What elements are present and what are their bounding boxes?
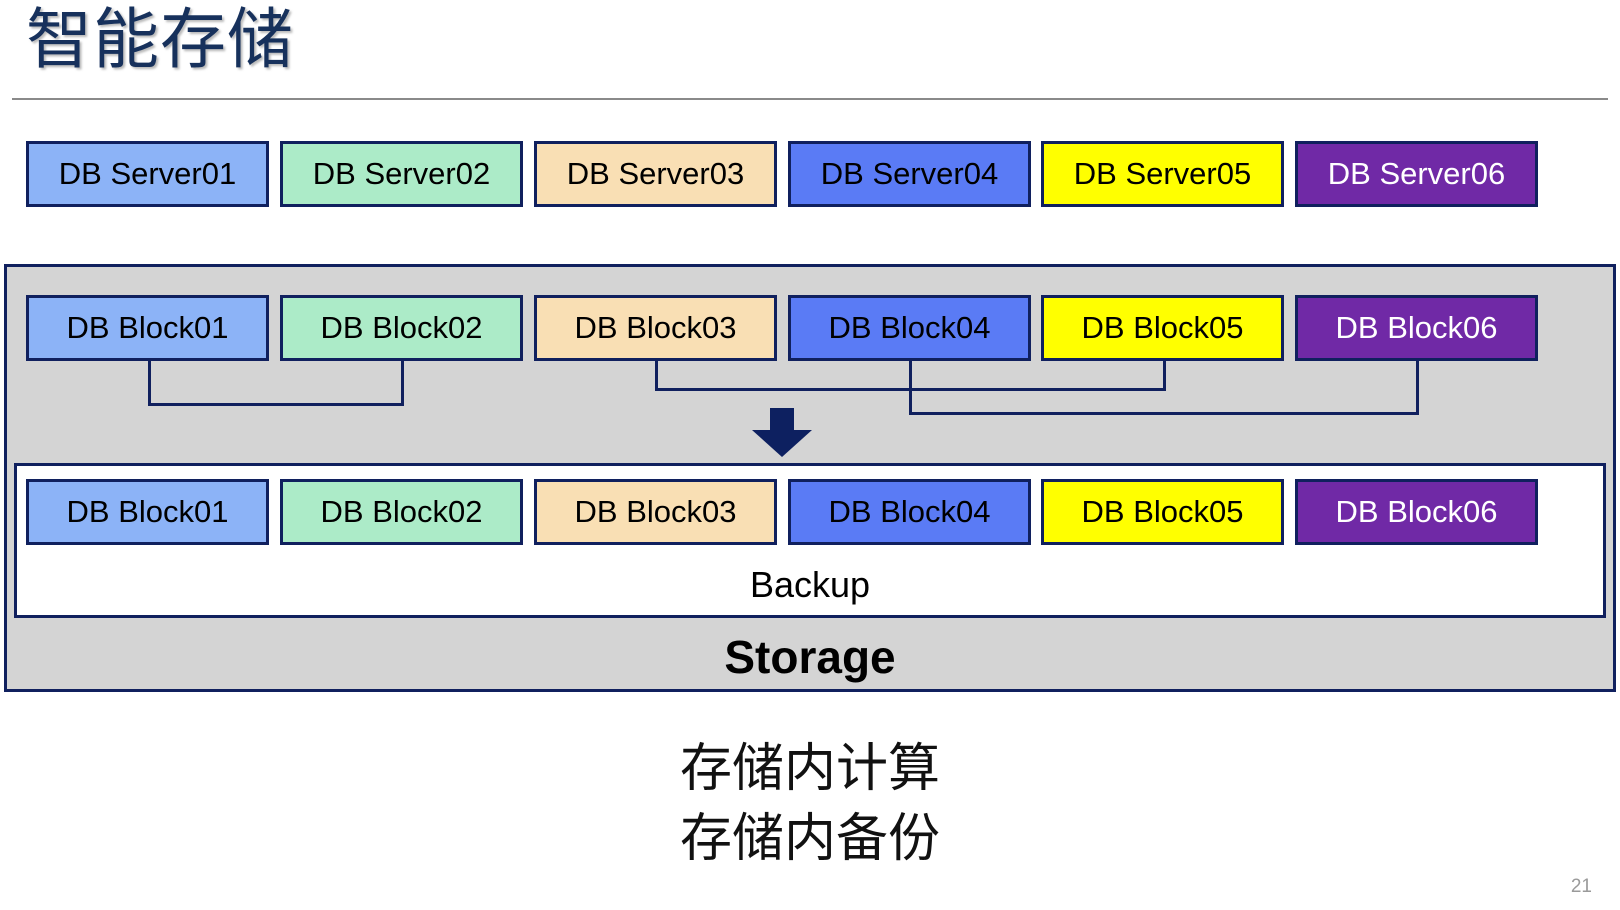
db-server-label: DB Server06	[1327, 156, 1506, 191]
arrow-head	[752, 430, 812, 457]
link-block04-block06-left-leg	[909, 361, 912, 415]
db-block-label: DB Block03	[574, 310, 737, 345]
link-block03-block05-left-leg	[655, 361, 658, 391]
backup-block-label: DB Block04	[828, 494, 991, 529]
db-block-label: DB Block05	[1081, 310, 1244, 345]
db-block-3: DB Block03	[534, 295, 777, 361]
db-block-2: DB Block02	[280, 295, 523, 361]
arrow-shaft	[770, 408, 794, 432]
backup-label: Backup	[749, 564, 871, 605]
db-block-label: DB Block02	[320, 310, 483, 345]
link-block01-block02-left-leg	[148, 361, 151, 406]
backup-block-4: DB Block04	[788, 479, 1031, 545]
backup-block-5: DB Block05	[1041, 479, 1284, 545]
backup-block-label: DB Block05	[1081, 494, 1244, 529]
db-block-4: DB Block04	[788, 295, 1031, 361]
db-block-label: DB Block06	[1335, 310, 1498, 345]
backup-block-label: DB Block01	[66, 494, 229, 529]
db-block-1: DB Block01	[26, 295, 269, 361]
db-server-label: DB Server05	[1073, 156, 1252, 191]
backup-block-1: DB Block01	[26, 479, 269, 545]
caption-line-2: 存储内备份	[679, 809, 940, 868]
db-block-6: DB Block06	[1295, 295, 1538, 361]
slide-number: 21	[1570, 876, 1592, 897]
slide-caption: 存储内计算存储内备份	[0, 735, 1620, 874]
link-block04-block06-join	[909, 412, 1419, 415]
db-server-label: DB Server02	[312, 156, 491, 191]
backup-block-2: DB Block02	[280, 479, 523, 545]
db-server-1: DB Server01	[26, 141, 269, 207]
db-server-label: DB Server04	[820, 156, 999, 191]
db-server-label: DB Server03	[566, 156, 745, 191]
page-title: 智能存储	[26, 2, 294, 76]
title-divider	[12, 98, 1608, 100]
link-block01-block02-join	[148, 403, 404, 406]
db-server-6: DB Server06	[1295, 141, 1538, 207]
link-block04-block06-right-leg	[1416, 361, 1419, 415]
db-block-label: DB Block01	[66, 310, 229, 345]
backup-block-6: DB Block06	[1295, 479, 1538, 545]
caption-line-1: 存储内计算	[679, 740, 940, 798]
db-block-label: DB Block04	[828, 310, 991, 345]
db-server-2: DB Server02	[280, 141, 523, 207]
db-server-5: DB Server05	[1041, 141, 1284, 207]
db-block-5: DB Block05	[1041, 295, 1284, 361]
db-server-3: DB Server03	[534, 141, 777, 207]
storage-label: Storage	[724, 631, 896, 683]
backup-block-3: DB Block03	[534, 479, 777, 545]
backup-block-label: DB Block06	[1335, 494, 1498, 529]
link-block01-block02-right-leg	[401, 361, 404, 406]
db-server-4: DB Server04	[788, 141, 1031, 207]
backup-block-label: DB Block03	[574, 494, 737, 529]
db-server-label: DB Server01	[58, 156, 237, 191]
down-arrow-icon	[752, 408, 812, 457]
link-block03-block05-right-leg	[1163, 361, 1166, 391]
backup-block-label: DB Block02	[320, 494, 483, 529]
